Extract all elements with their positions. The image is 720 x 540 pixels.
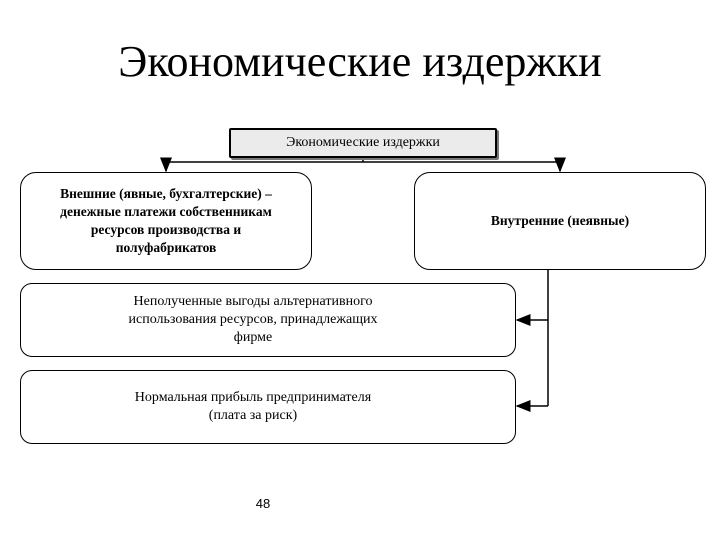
root-node-economic-costs: Экономические издержки [229, 128, 497, 158]
node-normal-profit: Нормальная прибыль предпринимателя (плат… [20, 370, 516, 444]
page-number: 48 [255, 496, 271, 511]
node-foregone-benefits: Неполученные выгоды альтернативного испо… [20, 283, 516, 357]
node-external-costs: Внешние (явные, бухгалтерские) – денежны… [20, 172, 312, 270]
slide-title: Экономические издержки [118, 37, 602, 86]
node-internal-costs: Внутренние (неявные) [414, 172, 706, 270]
